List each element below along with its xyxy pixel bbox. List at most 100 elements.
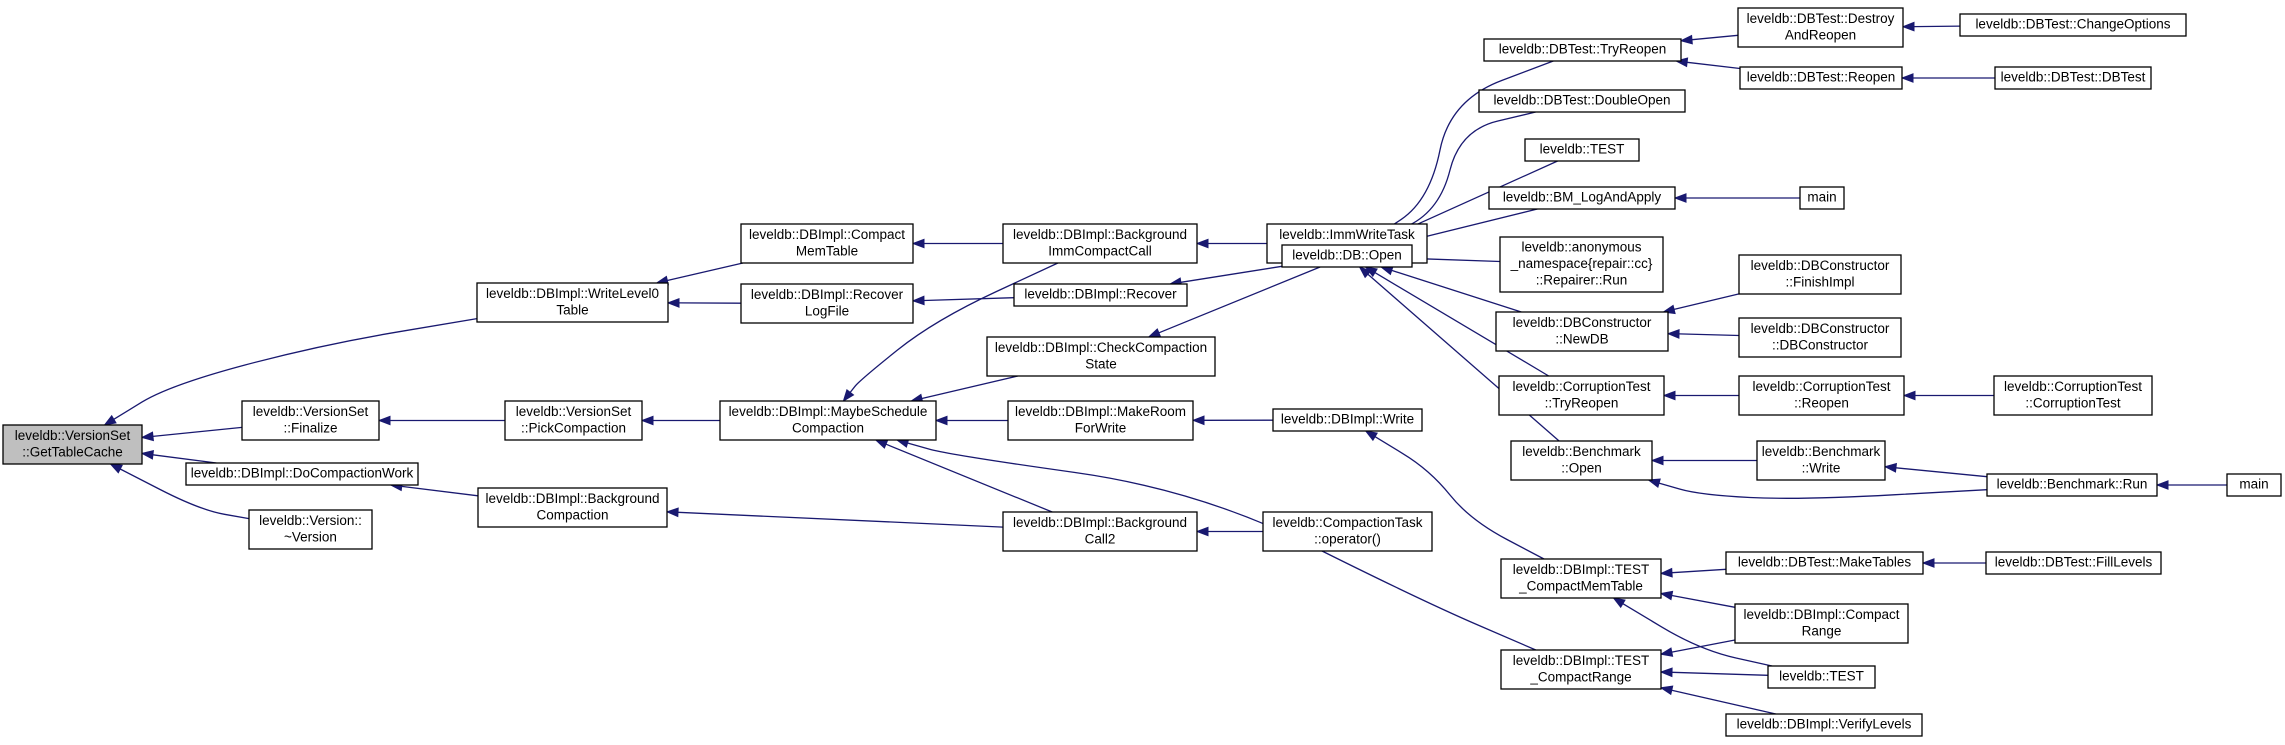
node-TEST2[interactable]: leveldb::TEST — [1767, 665, 1876, 689]
node-box[interactable] — [1799, 186, 1845, 210]
node-DBTestReopen[interactable]: leveldb::DBTest::Reopen — [1739, 66, 1903, 90]
node-BMLogAndApply[interactable]: leveldb::BM_LogAndApply — [1488, 186, 1676, 210]
node-box[interactable] — [1739, 66, 1903, 90]
node-box[interactable] — [477, 487, 668, 528]
node-box[interactable] — [1002, 511, 1198, 552]
node-box[interactable] — [1262, 511, 1433, 552]
node-CorruptionReopen[interactable]: leveldb::CorruptionTest::Reopen — [1738, 375, 1905, 416]
node-box[interactable] — [1510, 440, 1653, 481]
node-FinishImpl[interactable]: leveldb::DBConstructor::FinishImpl — [1738, 254, 1902, 295]
node-box[interactable] — [476, 282, 669, 323]
node-box[interactable] — [1499, 236, 1664, 293]
node-box[interactable] — [1524, 138, 1640, 162]
node-box[interactable] — [1500, 558, 1662, 599]
node-box[interactable] — [1272, 408, 1423, 432]
node-box[interactable] — [1738, 254, 1902, 295]
edge-arrowhead — [640, 415, 654, 426]
node-CompactionTaskOp[interactable]: leveldb::CompactionTask::operator() — [1262, 511, 1433, 552]
edge-line — [1372, 60, 1554, 240]
edge-arrowhead — [1659, 590, 1674, 601]
edge-line — [921, 375, 1018, 400]
node-box[interactable] — [740, 223, 914, 264]
node-box[interactable] — [1498, 375, 1665, 416]
node-box[interactable] — [1738, 317, 1902, 358]
node-PickCompaction[interactable]: leveldb::VersionSet::PickCompaction — [504, 400, 643, 441]
node-NewDB[interactable]: leveldb::DBConstructor::NewDB — [1495, 311, 1669, 352]
node-CorruptionTestCtor[interactable]: leveldb::CorruptionTest::CorruptionTest — [1993, 375, 2153, 416]
node-Recover[interactable]: leveldb::DBImpl::Recover — [1013, 283, 1188, 307]
node-ChangeOptions[interactable]: leveldb::DBTest::ChangeOptions — [1959, 13, 2187, 37]
node-CompactMemTable[interactable]: leveldb::DBImpl::CompactMemTable — [740, 223, 914, 264]
node-box[interactable] — [1483, 38, 1682, 62]
node-box[interactable] — [1725, 551, 1924, 575]
node-box[interactable] — [1994, 66, 2152, 90]
node-BackgroundImmCompactCall[interactable]: leveldb::DBImpl::BackgroundImmCompactCal… — [1002, 223, 1198, 264]
node-box[interactable] — [1007, 400, 1194, 441]
node-box[interactable] — [248, 509, 373, 550]
node-box[interactable] — [986, 336, 1216, 377]
node-box[interactable] — [1495, 311, 1669, 352]
node-box[interactable] — [1734, 603, 1909, 644]
node-box[interactable] — [1767, 665, 1876, 689]
node-box[interactable] — [1737, 7, 1904, 48]
node-box[interactable] — [241, 400, 380, 441]
node-BenchmarkRun[interactable]: leveldb::Benchmark::Run — [1986, 473, 2158, 497]
node-CompactRange[interactable]: leveldb::DBImpl::CompactRange — [1734, 603, 1909, 644]
node-BenchmarkOpen[interactable]: leveldb::Benchmark::Open — [1510, 440, 1653, 481]
node-box[interactable] — [1738, 375, 1905, 416]
node-DoCompactionWork[interactable]: leveldb::DBImpl::DoCompactionWork — [185, 462, 419, 486]
node-box[interactable] — [504, 400, 643, 441]
node-box[interactable] — [1725, 713, 1923, 737]
node-box[interactable] — [1002, 223, 1198, 264]
node-VersionDtor[interactable]: leveldb::Version::~Version — [248, 509, 373, 550]
node-box[interactable] — [2, 424, 143, 465]
node-box[interactable] — [185, 462, 419, 486]
node-VerifyLevels[interactable]: leveldb::DBImpl::VerifyLevels — [1725, 713, 1923, 737]
node-TESTCompactMemTable[interactable]: leveldb::DBImpl::TEST_CompactMemTable — [1500, 558, 1662, 599]
node-box[interactable] — [1985, 551, 2162, 575]
node-TryReopen[interactable]: leveldb::DBTest::TryReopen — [1483, 38, 1682, 62]
node-DBOpen[interactable]: leveldb::DB::Open — [1281, 244, 1413, 268]
node-DBTestCtor[interactable]: leveldb::DBTest::DBTest — [1994, 66, 2152, 90]
node-DBImplWrite[interactable]: leveldb::DBImpl::Write — [1272, 408, 1423, 432]
node-box[interactable] — [1488, 186, 1676, 210]
node-box[interactable] — [1500, 649, 1662, 690]
node-box[interactable] — [1959, 13, 2187, 37]
node-FillLevels[interactable]: leveldb::DBTest::FillLevels — [1985, 551, 2162, 575]
node-box[interactable] — [740, 283, 914, 324]
edge-TEST2-to-TESTCompactRange — [1659, 667, 1769, 678]
node-main1[interactable]: main — [1799, 186, 1845, 210]
edge-arrowhead — [140, 450, 154, 460]
edge-arrowhead — [911, 238, 925, 249]
node-box[interactable] — [1013, 283, 1188, 307]
node-box[interactable] — [2226, 473, 2282, 497]
node-TEST1[interactable]: leveldb::TEST — [1524, 138, 1640, 162]
node-CorruptionTryReopen[interactable]: leveldb::CorruptionTest::TryReopen — [1498, 375, 1665, 416]
node-Finalize[interactable]: leveldb::VersionSet::Finalize — [241, 400, 380, 441]
node-RepairerRun[interactable]: leveldb::anonymous_namespace{repair::cc}… — [1499, 236, 1664, 293]
node-BenchmarkWrite[interactable]: leveldb::Benchmark::Write — [1756, 440, 1886, 481]
node-box[interactable] — [1756, 440, 1886, 481]
node-main2[interactable]: main — [2226, 473, 2282, 497]
node-box[interactable] — [719, 400, 937, 441]
node-DoubleOpen[interactable]: leveldb::DBTest::DoubleOpen — [1478, 89, 1686, 113]
node-box[interactable] — [1281, 244, 1413, 268]
node-GetTableCache[interactable]: leveldb::VersionSet::GetTableCache — [2, 424, 143, 465]
node-box[interactable] — [1986, 473, 2158, 497]
node-label-line: leveldb::DBImpl::Compact — [749, 227, 905, 242]
node-MakeTables[interactable]: leveldb::DBTest::MakeTables — [1725, 551, 1924, 575]
node-label-line: leveldb::DBImpl::VerifyLevels — [1737, 717, 1912, 732]
node-label-line: ::CorruptionTest — [2025, 395, 2121, 410]
node-box[interactable] — [1993, 375, 2153, 416]
node-DBConstructorCtor[interactable]: leveldb::DBConstructor::DBConstructor — [1738, 317, 1902, 358]
node-TESTCompactRange[interactable]: leveldb::DBImpl::TEST_CompactRange — [1500, 649, 1662, 690]
node-box[interactable] — [1478, 89, 1686, 113]
